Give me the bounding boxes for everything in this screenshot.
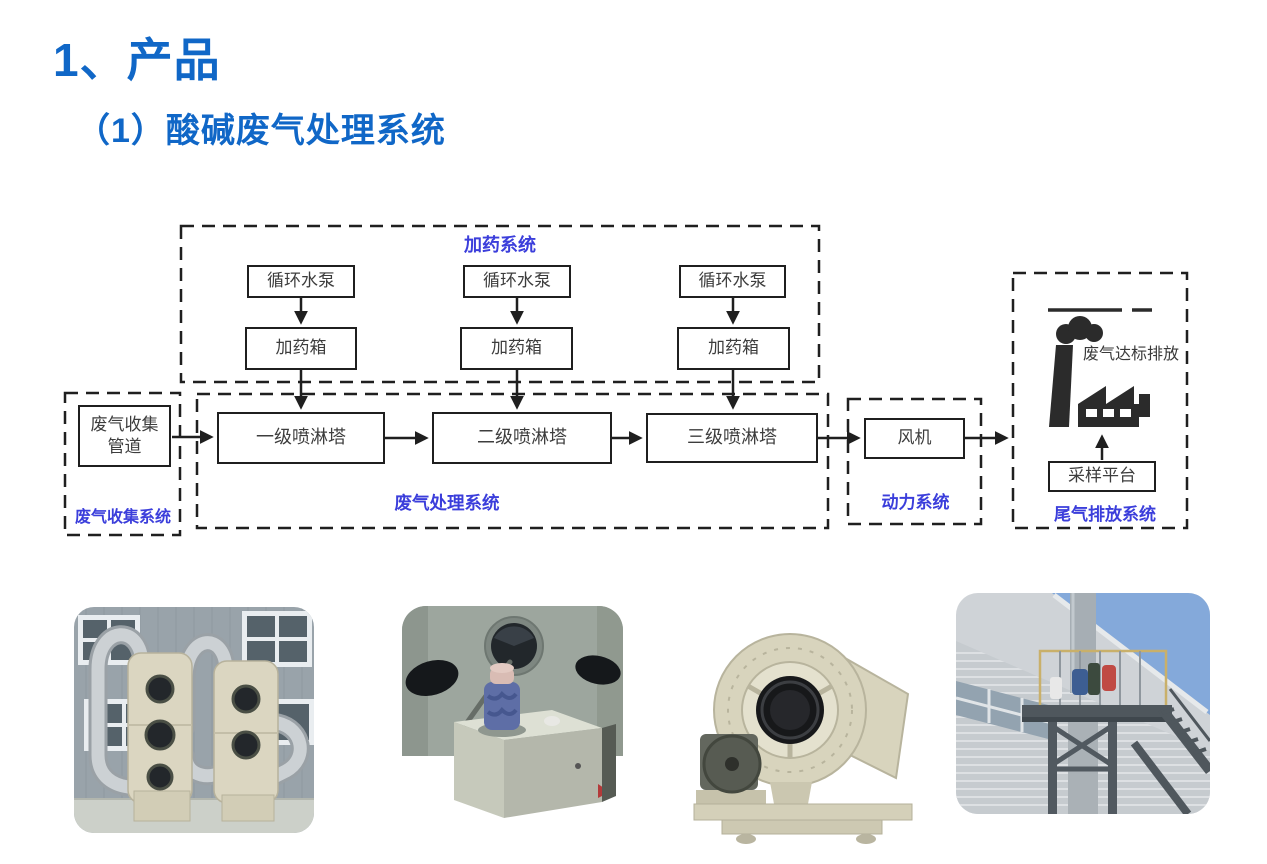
pump-box-1: 循环水泵 xyxy=(247,265,355,298)
dosing-tank-box-2: 加药箱 xyxy=(460,327,573,370)
power-system-label: 动力系统 xyxy=(881,493,950,512)
page-subtitle: （1）酸碱废气处理系统 xyxy=(76,112,446,150)
page-title: 1、产品 xyxy=(53,34,221,86)
dosing-system-border xyxy=(179,224,821,384)
spray-tower-box-1: 一级喷淋塔 xyxy=(217,412,385,464)
centrifugal-fan-photo xyxy=(686,596,930,852)
spray-towers-photo xyxy=(74,607,314,833)
exhaust-system-label: 尾气排放系统 xyxy=(1054,505,1156,524)
pump-box-2: 循环水泵 xyxy=(463,265,571,298)
sampling-platform-box: 采样平台 xyxy=(1048,461,1156,492)
collection-system-label: 废气收集系统 xyxy=(74,509,171,526)
fan-box: 风机 xyxy=(864,418,965,459)
dosing-tank-photo xyxy=(402,606,623,822)
collection-system-border xyxy=(63,391,182,537)
emission-caption: 废气达标排放 xyxy=(1083,346,1180,363)
collection-duct-box: 废气收集管道 xyxy=(78,405,171,467)
factory-emission-icon xyxy=(1048,308,1152,427)
exhaust-system-border xyxy=(1011,271,1189,530)
dosing-tank-box-1: 加药箱 xyxy=(245,327,357,370)
treatment-system-border xyxy=(195,392,830,530)
spray-tower-box-3: 三级喷淋塔 xyxy=(646,413,818,463)
pump-box-3: 循环水泵 xyxy=(679,265,786,298)
sampling-platform-photo xyxy=(956,593,1210,814)
spray-tower-box-2: 二级喷淋塔 xyxy=(432,412,612,464)
power-system-border xyxy=(846,397,983,526)
dosing-system-label: 加药系统 xyxy=(464,235,536,255)
dosing-tank-box-3: 加药箱 xyxy=(677,327,790,370)
treatment-system-label: 废气处理系统 xyxy=(394,493,500,513)
